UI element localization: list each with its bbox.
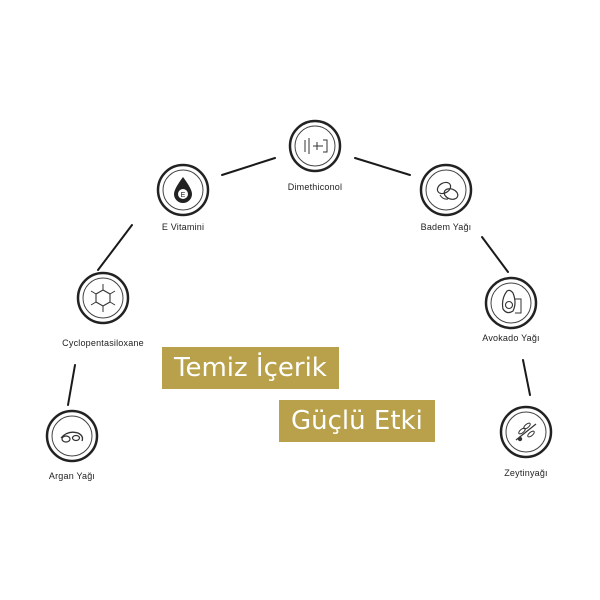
- badem-label: Badem Yağı: [420, 222, 472, 232]
- avokado-node: [483, 275, 539, 331]
- avocado-icon: [484, 276, 538, 330]
- almond-icon: [419, 163, 473, 217]
- avokado-label: Avokado Yağı: [482, 333, 540, 343]
- chemical-structure-icon: [288, 119, 342, 173]
- evitamini-node: E: [155, 162, 211, 218]
- argan-label: Argan Yağı: [48, 471, 96, 481]
- olive-branch-icon: [499, 405, 553, 459]
- zeytin-label: Zeytinyağı: [504, 468, 548, 478]
- cyclopentasiloxane-node: [75, 270, 131, 326]
- cyclopentasiloxane-label: Cyclopentasiloxane: [62, 338, 144, 348]
- argan-nut-icon: [45, 409, 99, 463]
- badem-node: [418, 162, 474, 218]
- vitamin-e-drop-icon: E: [156, 163, 210, 217]
- evitamini-label: E Vitamini: [161, 222, 205, 232]
- zeytin-node: [498, 404, 554, 460]
- argan-node: [44, 408, 100, 464]
- molecule-icon: [76, 271, 130, 325]
- svg-text:E: E: [181, 192, 186, 199]
- headline-line1: Temiz İçerik: [162, 347, 339, 389]
- dimethiconol-label: Dimethiconol: [287, 182, 343, 192]
- dimethiconol-node: [287, 118, 343, 174]
- headline-line2: Güçlü Etki: [279, 400, 435, 442]
